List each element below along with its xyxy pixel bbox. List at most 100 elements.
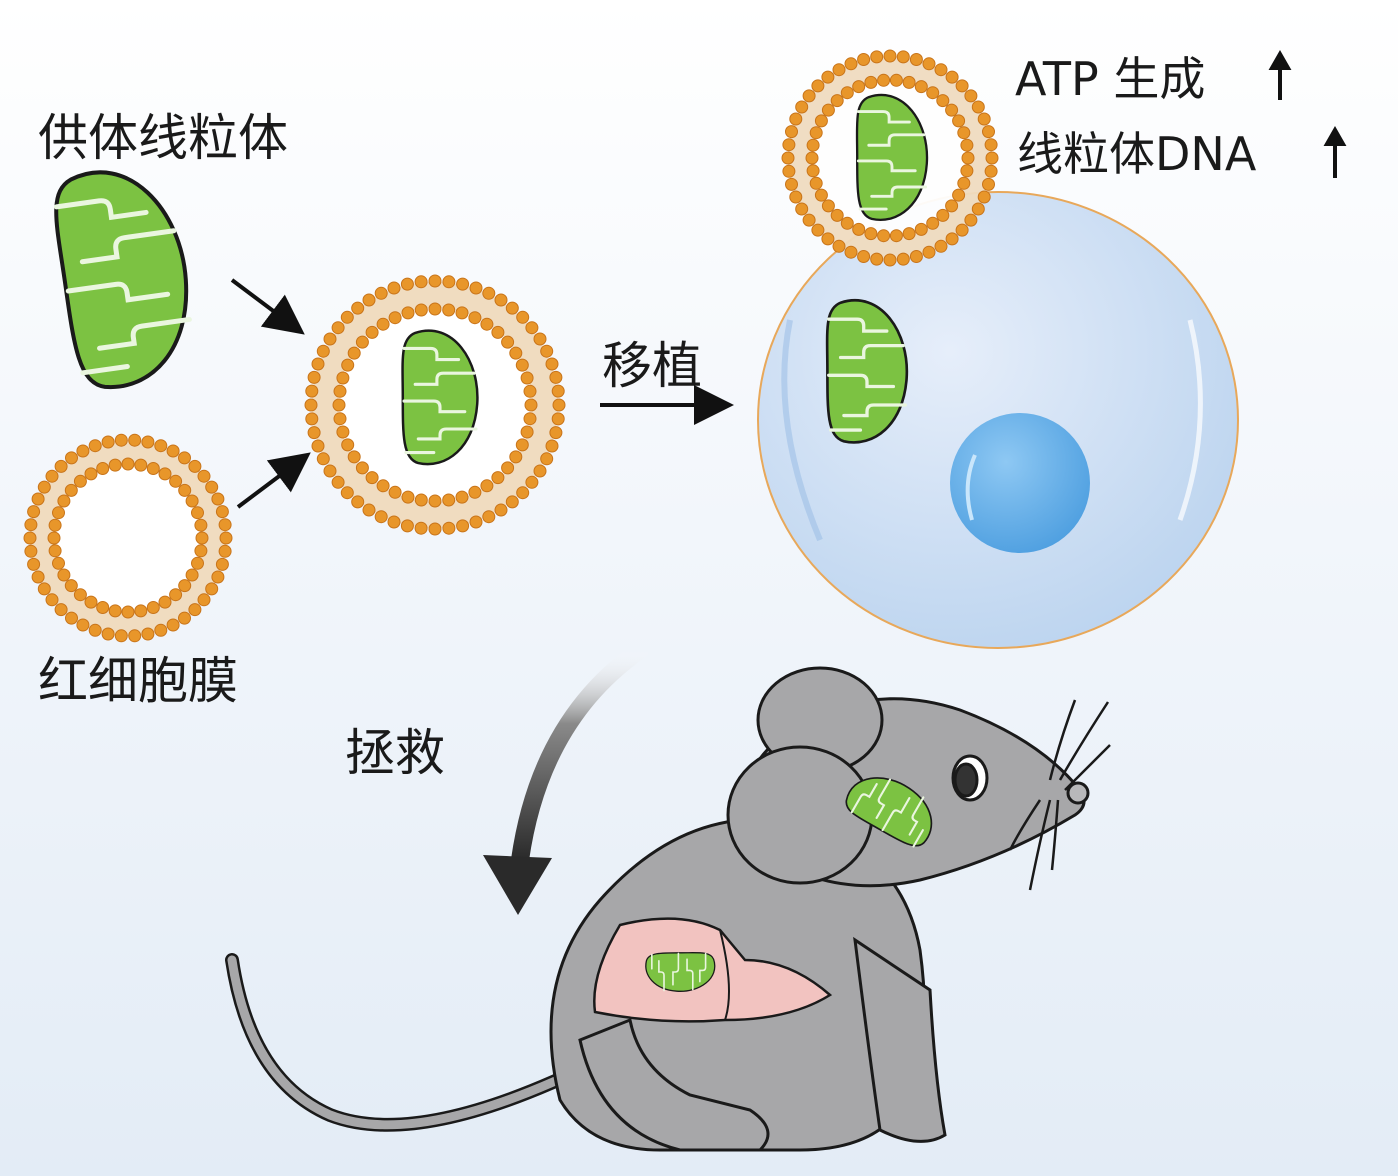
membrane-bead <box>811 79 825 93</box>
membrane-bead <box>520 425 534 439</box>
up-arrow-icon <box>1268 49 1292 100</box>
membrane-bead <box>955 79 969 93</box>
membrane-bead <box>516 310 530 324</box>
membrane-bead <box>505 495 519 509</box>
mito-dna-label: 线粒体DNA <box>1017 127 1257 181</box>
membrane-bead <box>491 325 505 339</box>
membrane-bead <box>47 531 61 545</box>
membrane-bead <box>494 503 508 517</box>
membrane-bead <box>802 213 816 227</box>
membrane-bead <box>795 202 809 216</box>
membrane-bead <box>830 208 844 222</box>
membrane-bead <box>355 335 369 349</box>
membrane-bead <box>533 332 547 346</box>
membrane-bead <box>533 464 547 478</box>
membrane-bead <box>877 73 891 87</box>
atp-generation-label: ATP 生成 <box>1015 52 1205 106</box>
membrane-bead <box>428 494 442 508</box>
membrane-bead <box>211 492 225 506</box>
rbc-membrane-label: 红细胞膜 <box>38 652 238 710</box>
membrane-bead <box>178 483 192 497</box>
membrane-bead <box>985 151 999 165</box>
membrane-bead <box>551 384 565 398</box>
membrane-bead <box>952 188 966 202</box>
curved-arrow-icon <box>483 641 649 915</box>
donor-mito-label: 供体线粒体 <box>38 109 288 167</box>
donor-mitochondrion <box>50 162 200 392</box>
membrane-bead <box>896 50 910 64</box>
membrane-bead <box>188 603 202 617</box>
membrane-bead <box>340 486 354 500</box>
membrane-bead <box>114 629 128 643</box>
membrane-bead <box>857 250 871 263</box>
membrane-bead <box>134 604 148 618</box>
membrane-bead <box>821 232 835 246</box>
membrane-bead <box>185 494 199 508</box>
membrane-bead <box>821 70 835 84</box>
membrane-bead <box>840 216 854 230</box>
membrane-bead <box>456 519 470 533</box>
membrane-bead <box>864 75 878 89</box>
membrane-bead <box>516 486 530 500</box>
fusing-vesicle <box>781 49 999 267</box>
membrane-bead <box>27 505 41 519</box>
membrane-bead <box>211 570 225 584</box>
membrane-bead <box>365 325 379 339</box>
membrane-bead <box>982 177 995 191</box>
membrane-bead <box>545 357 559 371</box>
membrane-bead <box>806 164 820 178</box>
membrane-bead <box>24 544 38 558</box>
membrane-bead <box>191 556 204 570</box>
recipient-cell <box>757 191 1239 649</box>
membrane-bead <box>88 623 102 637</box>
membrane-bead <box>809 176 823 190</box>
mouse-whiskers <box>1008 699 1111 891</box>
membrane-bead <box>469 281 483 295</box>
membrane-bead <box>957 126 971 140</box>
membrane-bead <box>304 398 318 412</box>
membrane-bead <box>852 222 866 236</box>
membrane-bead <box>789 112 803 126</box>
membrane-bead <box>864 227 878 241</box>
membrane-bead <box>24 518 38 532</box>
membrane-bead <box>52 556 65 570</box>
membrane-bead <box>387 515 401 529</box>
membrane-bead <box>374 510 388 524</box>
membrane-bead <box>388 311 402 325</box>
membrane-bead <box>870 50 884 64</box>
membrane-bead <box>305 384 319 398</box>
membrane-bead <box>311 357 325 371</box>
membrane-bead <box>821 199 835 213</box>
membrane-bead <box>811 223 825 237</box>
membrane-bead <box>400 277 414 291</box>
membrane-bead <box>388 485 402 499</box>
membrane-bead <box>37 582 51 596</box>
membrane-bead <box>169 474 183 488</box>
membrane-bead <box>540 452 554 466</box>
membrane-bead <box>926 86 940 100</box>
membrane-bead <box>883 253 897 267</box>
membrane-bead <box>401 490 415 504</box>
membrane-bead <box>323 464 337 478</box>
membrane-bead <box>37 480 51 494</box>
membrane-bead <box>455 490 469 504</box>
membrane-bead <box>218 544 232 558</box>
membrane-bead <box>188 459 202 473</box>
membrane-bead <box>830 94 844 108</box>
membrane-bead <box>501 461 515 475</box>
membrane-bead <box>316 452 330 466</box>
membrane-bead <box>166 444 180 458</box>
membrane-bead <box>552 398 566 412</box>
membrane-bead <box>523 384 537 398</box>
membrane-bead <box>121 605 135 619</box>
membrane-bead <box>54 603 68 617</box>
membrane-bead <box>351 301 365 315</box>
membrane-bead <box>331 475 345 489</box>
membrane-bead <box>215 557 229 571</box>
membrane-bead <box>54 459 68 473</box>
membrane-bead <box>442 303 456 317</box>
membrane-bead <box>96 462 110 475</box>
membrane-bead <box>114 433 128 447</box>
membrane-bead <box>414 275 428 289</box>
